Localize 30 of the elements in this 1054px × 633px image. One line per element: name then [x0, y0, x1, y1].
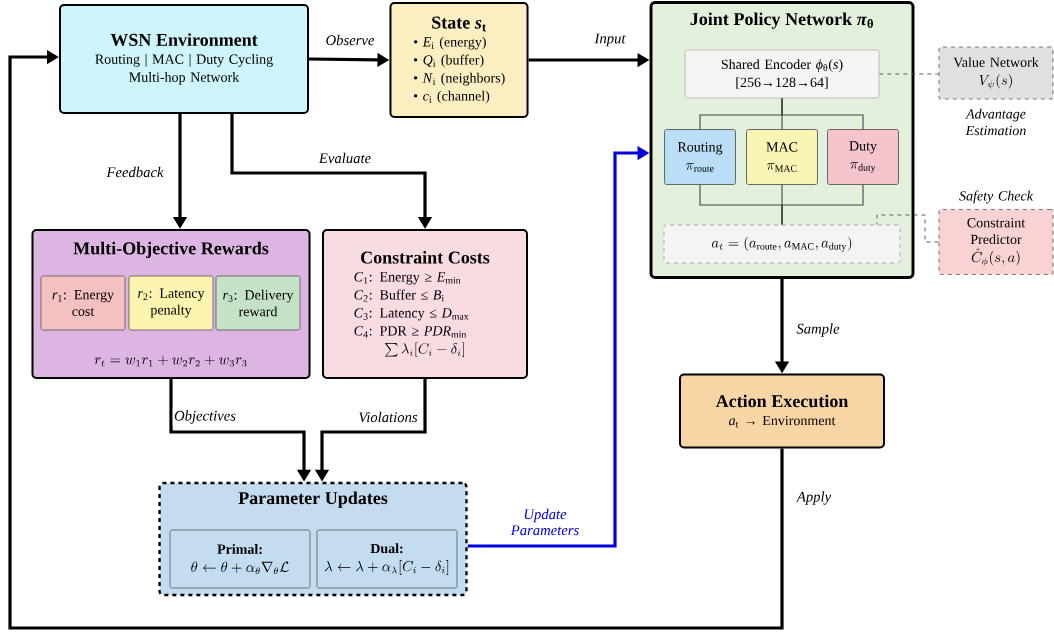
- caption-text: Advantage Estimation: [965, 108, 1026, 136]
- connector-line: [876, 214, 939, 243]
- connector-line: [781, 184, 864, 226]
- encoder-box: Shared Encoder ϕ$_{θ}$(s) [256→128→64]: [684, 49, 880, 99]
- reward-box: r$_{2}$: Latency penalty: [128, 275, 214, 331]
- arrow: [8, 49, 784, 630]
- caption-text: Safety Check: [959, 190, 1034, 204]
- policy-head-box: MAC $\pi_{\mathrm{MAC}}$: [746, 129, 818, 185]
- edge-label: Input: [593, 32, 627, 48]
- edge-label: Apply: [795, 490, 833, 506]
- policy-head-box: Routing $\pi_{\mathrm{route}}$: [664, 129, 736, 185]
- process-box: WSN Environment Routing | MAC | Duty Cycling Multi-hop Network: [59, 4, 309, 114]
- predictor-box: Constraint Predictor $\hat{C}_\phi(s,a)$: [938, 208, 1054, 276]
- state-box: State s$_{t}$ • E$_{i}$ (energy) • Q$_{i}$ (buffer) • N$_{i}$ (neighbors) • c$_{i}$ (channel): [389, 2, 529, 118]
- costs-box: Constraint Costs C$_{1}$: Energy ≥ E$_{min}$ C$_{2}$: Buffer ≤ B$_{i}$ C$_{3}$: Latency ≤ D$_{max}$ C$_{4}$: PDR ≥ PDR$_{min}$ $\sum \lambda_i [C_i - \delta_i]$: [322, 229, 528, 379]
- edge-label: Objectives: [172, 409, 238, 425]
- edge-label: Violations: [357, 410, 419, 424]
- connector-line: [781, 97, 864, 130]
- primal-box: Primal: $\theta \leftarrow \theta + \alpha_\theta \nabla_\theta \mathcal{L}$: [169, 529, 311, 589]
- policy-head-box: Duty $\pi_{\mathrm{duty}}$: [827, 129, 899, 185]
- connector-line: [878, 73, 939, 75]
- action-vector-box: $a_t = (a_{\mathrm{route}}, a_{\mathrm{MAC}}, a_{\mathrm{duty}})$: [663, 224, 901, 264]
- reward-box: r$_{1}$: Energy cost: [40, 275, 126, 331]
- value-network-box: Value Network $V_\psi(s)$: [938, 46, 1054, 100]
- dual-box: Dual: $\lambda \leftarrow \lambda + \alpha_\lambda [C_i - \delta_i]$: [316, 529, 458, 589]
- edge-label: Evaluate: [317, 151, 373, 165]
- action-box: Action Execution a$_{t}$ → Environment: [679, 373, 885, 449]
- edge-label: Update Parameters: [503, 507, 587, 537]
- reward-box: r$_{3}$: Delivery reward: [215, 275, 301, 331]
- edge-label: Sample: [795, 322, 841, 338]
